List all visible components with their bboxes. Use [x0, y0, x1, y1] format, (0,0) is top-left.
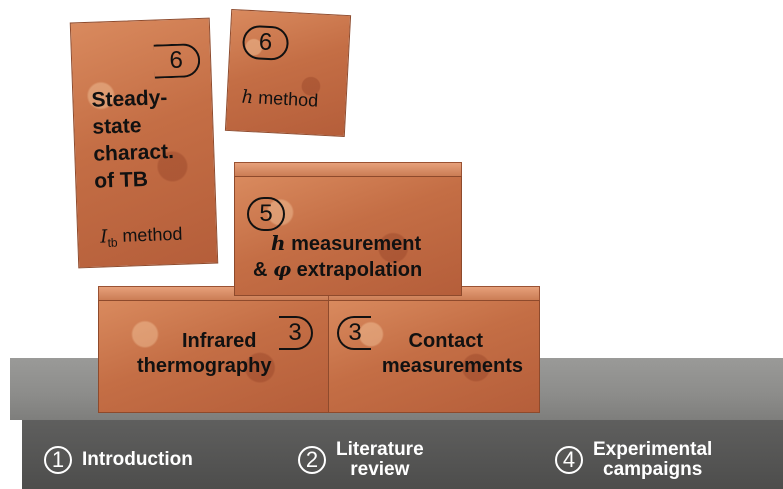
chapter-number-tag: 3: [337, 316, 371, 350]
brick-h-method: 6 h method: [224, 8, 352, 138]
label-text: extrapolation: [291, 259, 423, 281]
brick-label-line1: Infrared: [182, 330, 257, 352]
brick-label-line2: & φ extrapolation: [253, 257, 422, 283]
brick-label: Infrared thermography: [137, 329, 271, 379]
brick-label: Steady- state charact. of TB: [91, 84, 175, 195]
base-item-introduction: 1 Introduction: [44, 446, 193, 474]
brick-label: h measurement & φ extrapolation: [253, 231, 422, 283]
label-text: &: [253, 259, 273, 281]
base-label-line1: Experimental: [593, 439, 713, 460]
chapter-number-tag: 3: [279, 316, 313, 350]
base-item-literature-review: 2 Literature review: [298, 440, 424, 480]
label-text: method: [252, 87, 319, 111]
chapter-number-tag: 6: [241, 24, 290, 61]
variable-h: h: [271, 231, 286, 255]
base-label: Experimental campaigns: [593, 440, 712, 480]
base-label: Introduction: [82, 449, 193, 470]
brick-label: Contact measurements: [363, 329, 523, 379]
number-circle: 2: [298, 446, 326, 474]
method-label: Itb method: [100, 224, 183, 250]
brick-label-line2: measurements: [381, 355, 523, 377]
brick-contact-measurements: 3 Contact measurements: [328, 300, 540, 413]
base-item-experimental-campaigns: 4 Experimental campaigns: [555, 440, 712, 480]
variable-phi: φ: [273, 257, 292, 281]
brick-label-line2: thermography: [137, 355, 272, 377]
base-label: Literature review: [336, 440, 424, 480]
brick-label-line4: of TB: [93, 167, 149, 193]
number-circle: 1: [44, 446, 72, 474]
brick-label-line3: charact.: [92, 139, 175, 166]
subscript-tb: tb: [107, 235, 118, 250]
label-text: method: [117, 223, 183, 246]
concrete-slab-front: [22, 420, 783, 489]
number-circle: 4: [555, 446, 583, 474]
brick-h-measurement: 5 h measurement & φ extrapolation: [234, 176, 462, 296]
brick-infrared-thermography: 3 Infrared thermography: [98, 300, 330, 413]
brick-label-line1: Steady-: [91, 86, 168, 112]
base-label-line1: Literature: [336, 439, 424, 460]
method-label: h method: [241, 87, 319, 112]
base-label-line2: campaigns: [603, 459, 703, 480]
base-label-line2: review: [350, 459, 410, 480]
label-text: measurement: [285, 233, 422, 255]
brick-label-line2: state: [92, 114, 142, 139]
brick-steady-state: 6 Steady- state charact. of TB Itb metho…: [69, 17, 219, 269]
chapter-number-tag: 6: [153, 43, 201, 79]
brick-label-line1: Contact: [408, 330, 483, 352]
chapter-number-tag: 5: [247, 197, 285, 231]
brick-label-line1: h measurement: [271, 231, 422, 257]
